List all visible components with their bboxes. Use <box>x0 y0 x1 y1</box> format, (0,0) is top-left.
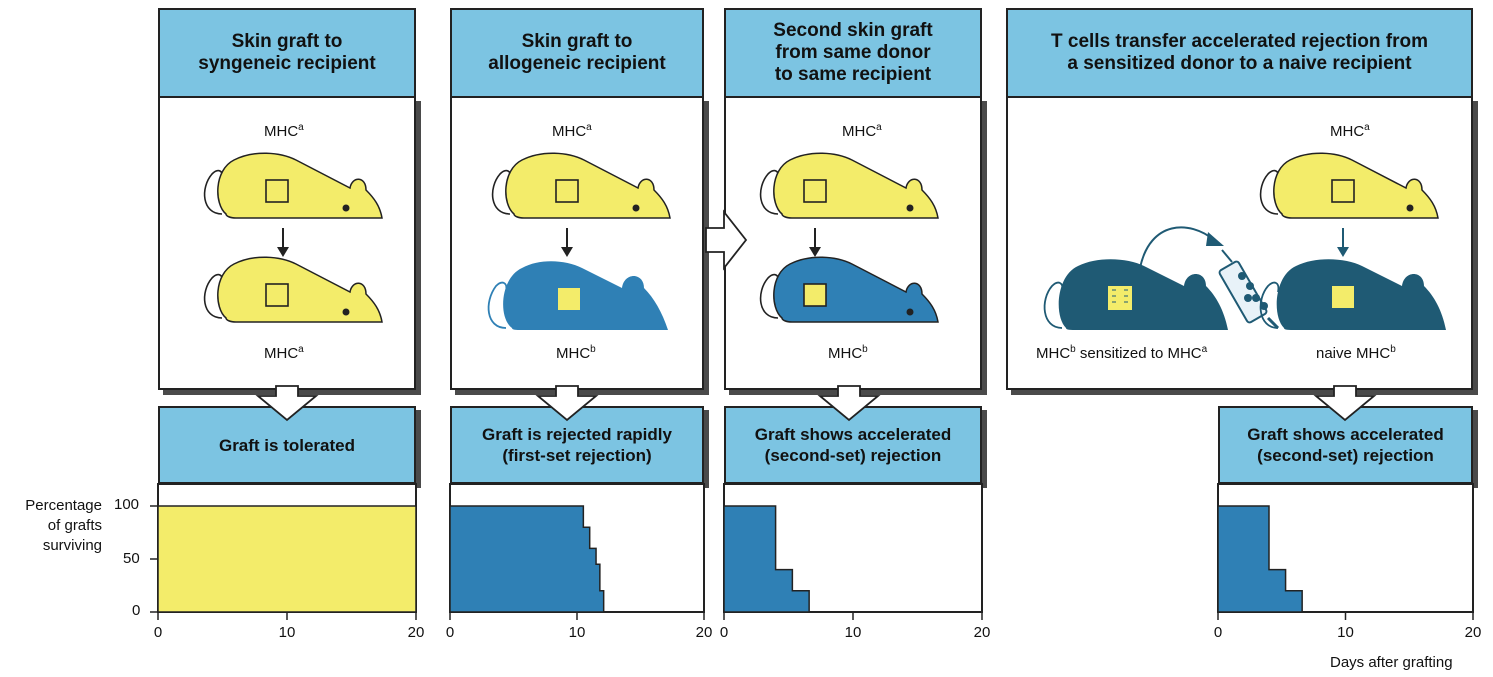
y-tick-100: 100 <box>114 496 140 513</box>
result-allogeneic: Graft is rejected rapidly (first-set rej… <box>450 406 704 484</box>
label-sup: b <box>1390 344 1396 355</box>
label-sup: a <box>1201 344 1208 355</box>
panel-t-cell-transfer <box>1006 96 1473 390</box>
label-base: MHC <box>828 345 863 362</box>
x-axis-label: Days after grafting <box>1330 654 1453 671</box>
label-base: MHC <box>556 345 591 362</box>
mouse-donor-icon <box>759 152 939 219</box>
hollow-arrow-right-icon <box>705 209 748 271</box>
arrow-down-icon <box>561 228 573 257</box>
survival-area <box>723 505 810 613</box>
arrow-down-icon <box>809 228 821 257</box>
label-p2-bottom: MHCb <box>556 344 596 362</box>
mouse-recipient-icon <box>487 261 668 330</box>
x-tick-label: 20 <box>407 624 425 641</box>
panel-allogeneic <box>450 96 704 390</box>
x-tick-label: 0 <box>153 624 163 641</box>
label-p3-bottom: MHCb <box>828 344 868 362</box>
label-base: MHC <box>842 123 877 140</box>
label-base: MHC <box>264 123 299 140</box>
label-p1-bottom: MHCa <box>264 344 304 362</box>
x-tick-label: 10 <box>844 624 862 641</box>
label-sup: b <box>590 344 596 355</box>
label-sup: a <box>876 122 882 133</box>
syringe-icon <box>1218 249 1280 330</box>
x-tick-label: 20 <box>695 624 713 641</box>
hollow-arrow-down-icon <box>535 385 599 422</box>
label-base: MHC <box>264 345 299 362</box>
label-p4-sensitized: MHCb sensitized to MHCa <box>1036 344 1207 362</box>
label-sup: a <box>586 122 592 133</box>
survival-area <box>449 505 605 613</box>
label-sup: a <box>298 122 304 133</box>
label-mid: sensitized to MHC <box>1075 345 1202 362</box>
y-axis-label: Percentage of grafts surviving <box>25 497 102 554</box>
result-syngeneic: Graft is tolerated <box>158 406 416 484</box>
mouse-naive-icon <box>1259 259 1446 330</box>
panel-syngeneic <box>158 96 416 390</box>
survival-area <box>157 505 417 613</box>
x-tick-label: 10 <box>1337 624 1354 641</box>
label-base: MHC <box>1036 345 1071 362</box>
arrow-down-icon <box>277 228 289 257</box>
mouse-donor-icon <box>491 152 671 219</box>
label-base: MHC <box>1330 123 1365 140</box>
x-tick-label: 10 <box>278 624 296 641</box>
arrow-down-icon <box>1337 228 1349 257</box>
label-p3-top: MHCa <box>842 122 882 140</box>
survival-charts <box>150 505 1474 620</box>
y-tick-50: 50 <box>123 550 140 567</box>
x-tick-label: 0 <box>445 624 455 641</box>
transfer-curve-arrow-icon <box>1139 226 1224 269</box>
mouse-recipient-icon <box>759 256 939 323</box>
label-base: naive MHC <box>1316 345 1391 362</box>
x-tick-label: 20 <box>1464 624 1482 641</box>
x-tick-label: 10 <box>568 624 586 641</box>
panel-second-graft <box>724 96 982 390</box>
hollow-arrow-down-icon <box>817 385 881 422</box>
mouse-sensitized-icon <box>1043 259 1228 330</box>
mouse-donor-icon <box>1259 152 1439 219</box>
hollow-arrow-down-icon <box>1313 385 1377 422</box>
header-t-cell-transfer: T cells transfer accelerated rejection f… <box>1006 8 1473 98</box>
label-sup: b <box>862 344 868 355</box>
survival-area <box>1217 505 1303 613</box>
label-p4-top: MHCa <box>1330 122 1370 140</box>
label-p4-naive: naive MHCb <box>1316 344 1396 362</box>
mouse-donor-icon <box>203 152 383 219</box>
label-p2-top: MHCa <box>552 122 592 140</box>
mouse-recipient-icon <box>203 256 383 323</box>
header-syngeneic: Skin graft to syngeneic recipient <box>158 8 416 98</box>
y-tick-0: 0 <box>132 602 141 619</box>
x-tick-label: 0 <box>719 624 729 641</box>
label-sup: a <box>1364 122 1370 133</box>
header-second-graft: Second skin graft from same donor to sam… <box>724 8 982 98</box>
label-sup: b <box>1070 344 1076 355</box>
x-tick-label: 20 <box>973 624 991 641</box>
label-sup: a <box>298 344 304 355</box>
hollow-arrow-down-icon <box>255 385 319 422</box>
label-p1-top: MHCa <box>264 122 304 140</box>
x-tick-label: 0 <box>1213 624 1223 641</box>
label-base: MHC <box>552 123 587 140</box>
